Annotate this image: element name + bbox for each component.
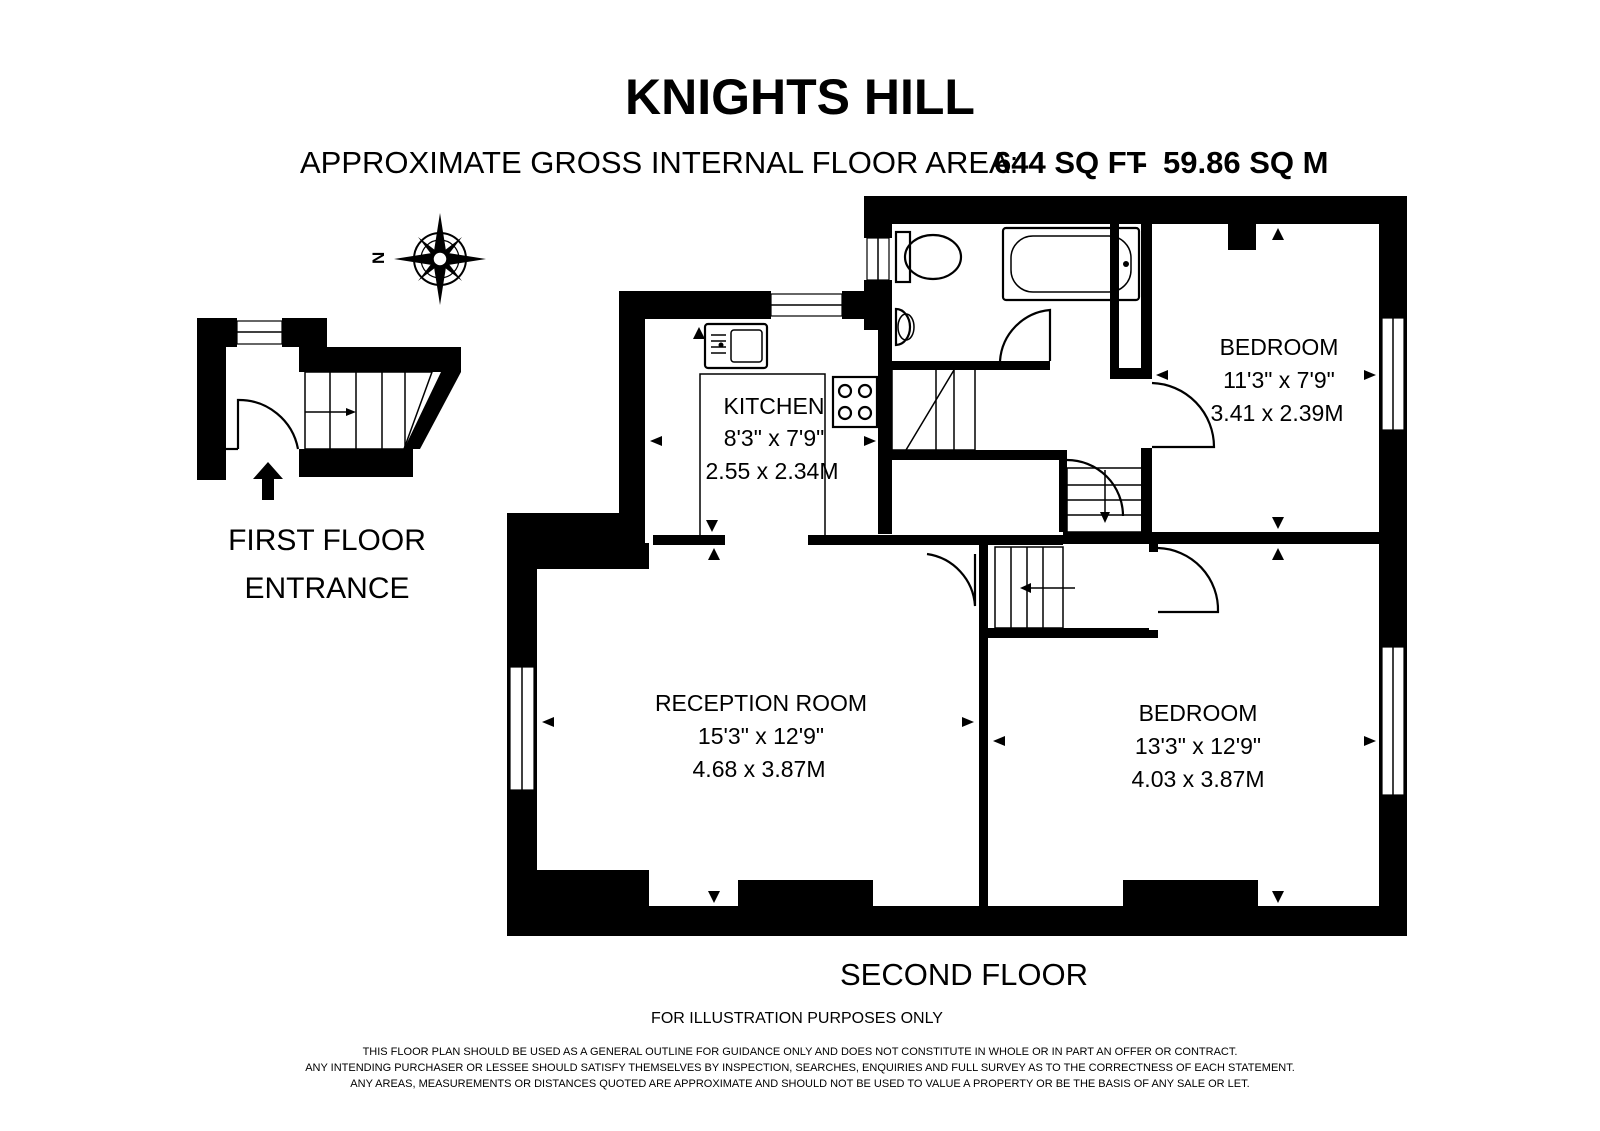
doors: [926, 381, 1220, 614]
entrance-arrow-icon: [253, 462, 283, 500]
illustration-note: FOR ILLUSTRATION PURPOSES ONLY: [651, 1010, 943, 1027]
reception-metric: 4.68 x 3.87M: [693, 756, 826, 782]
area-label: APPROXIMATE GROSS INTERNAL FLOOR AREA:: [300, 145, 1018, 180]
stairs: [891, 361, 1144, 629]
disclaimer-line-3: ANY AREAS, MEASUREMENTS OR DISTANCES QUO…: [350, 1078, 1249, 1090]
reception-name: RECEPTION ROOM: [655, 690, 867, 716]
windows: [509, 237, 1405, 796]
kitchen-metric: 2.55 x 2.34M: [706, 458, 839, 484]
kitchen-name: KITCHEN: [724, 393, 825, 419]
bedroom-small-imperial: 11'3" x 7'9": [1223, 367, 1335, 393]
area-sq-ft: 644 SQ FT: [994, 145, 1146, 180]
floor-label: SECOND FLOOR: [840, 957, 1088, 992]
bedroom-large-imperial: 13'3" x 12'9": [1135, 733, 1261, 759]
bedroom-large-metric: 4.03 x 3.87M: [1132, 766, 1265, 792]
kitchen-fixtures: [699, 322, 879, 535]
reception-imperial: 15'3" x 12'9": [698, 723, 824, 749]
bathroom-fixtures: [894, 226, 1141, 362]
compass-icon: [394, 213, 486, 305]
interior-walls: [653, 224, 1391, 910]
kitchen-imperial: 8'3" x 7'9": [724, 425, 825, 451]
bedroom-large-name: BEDROOM: [1139, 700, 1258, 726]
bedroom-small-metric: 3.41 x 2.39M: [1211, 400, 1344, 426]
page-title: KNIGHTS HILL: [625, 69, 975, 125]
disclaimer-line-2: ANY INTENDING PURCHASER OR LESSEE SHOULD…: [305, 1062, 1295, 1074]
area-separator: -: [1137, 145, 1147, 180]
bedroom-small-name: BEDROOM: [1220, 334, 1339, 360]
area-sq-m: 59.86 SQ M: [1163, 145, 1328, 180]
entrance-plan: [197, 318, 461, 480]
disclaimer-line-1: THIS FLOOR PLAN SHOULD BE USED AS A GENE…: [363, 1046, 1238, 1058]
entrance-label-line2: ENTRANCE: [244, 572, 409, 605]
entrance-label-line1: FIRST FLOOR: [228, 524, 426, 557]
dimension-arrows: [542, 228, 1376, 903]
compass-north-label: N: [369, 252, 388, 264]
outer-walls: [507, 196, 1407, 936]
